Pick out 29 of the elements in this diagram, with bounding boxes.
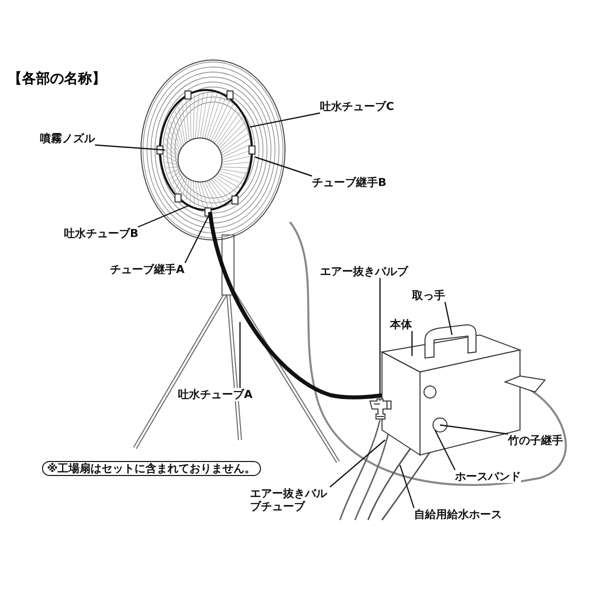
part-label: 吐水チューブB bbox=[64, 227, 138, 240]
part-label: チューブ継手B bbox=[312, 176, 386, 190]
part-label: ホースバンド bbox=[455, 470, 521, 484]
leader-line bbox=[379, 278, 381, 398]
part-label: 竹の子継手 bbox=[508, 434, 563, 448]
valve-drawing bbox=[368, 398, 392, 420]
part-label: 噴霧ノズル bbox=[40, 132, 95, 146]
leader-line bbox=[239, 322, 241, 388]
part-label: チューブ継手A bbox=[110, 263, 185, 276]
leader-line bbox=[330, 440, 386, 488]
leader-line bbox=[411, 331, 413, 356]
title: 【各部の名称】 bbox=[8, 70, 106, 88]
part-label: エアー抜きバルブチューブ bbox=[250, 487, 330, 514]
note: ※工場扇はセットに含まれておりません。 bbox=[42, 461, 261, 476]
leader-line bbox=[440, 424, 508, 435]
part-label: 本体 bbox=[390, 318, 412, 332]
leader-line bbox=[444, 302, 453, 336]
part-label: 自給用給水ホース bbox=[414, 508, 502, 522]
leader-line bbox=[434, 430, 456, 470]
leader-line bbox=[399, 464, 415, 508]
part-label: 取っ手 bbox=[412, 289, 445, 302]
leader-line bbox=[138, 204, 190, 228]
part-label: 吐水チューブC bbox=[320, 100, 394, 114]
leader-line bbox=[94, 144, 166, 151]
leader-line bbox=[184, 212, 211, 264]
part-label: 吐水チューブA bbox=[178, 388, 253, 402]
leader-line bbox=[254, 156, 312, 177]
leader-line bbox=[250, 112, 320, 128]
part-label: エアー抜きバルブ bbox=[320, 265, 408, 278]
